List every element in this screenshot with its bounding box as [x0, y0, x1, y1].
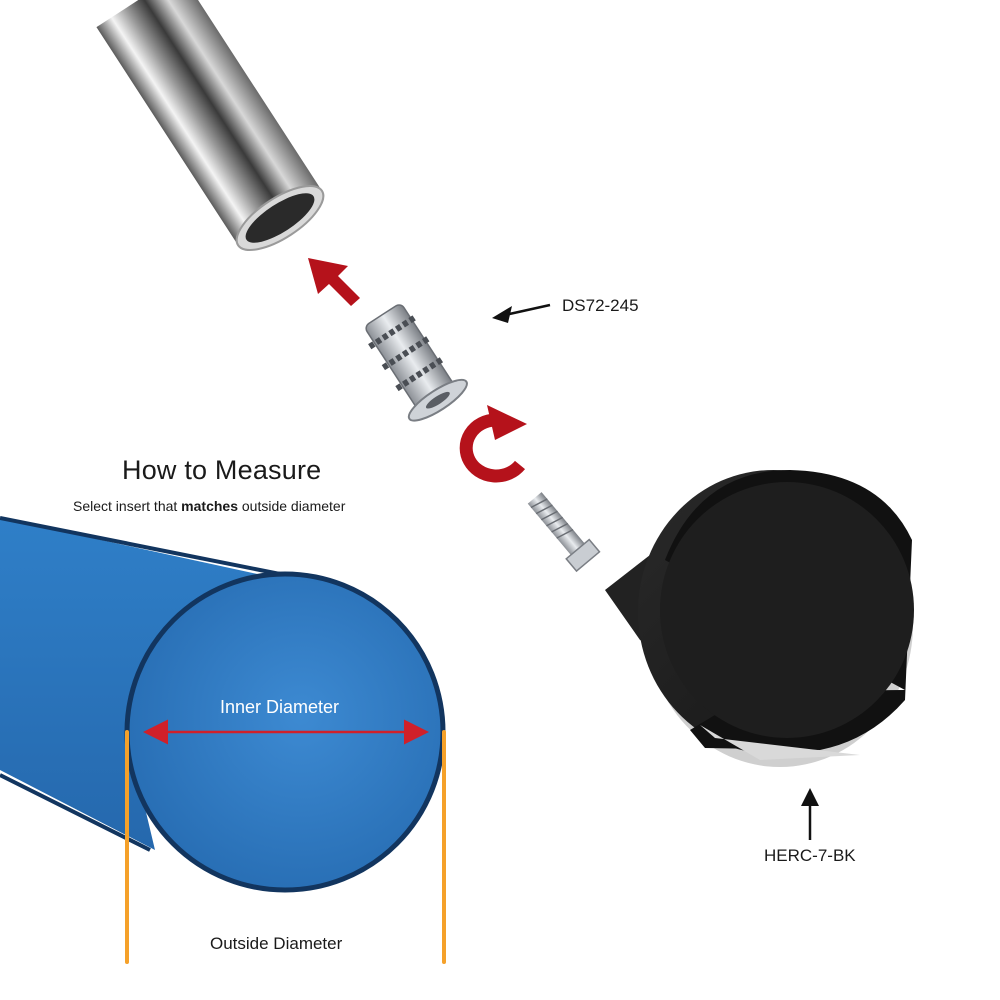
insert-part-code: DS72-245	[562, 296, 639, 315]
caster-wheel-icon	[527, 470, 914, 767]
outside-diameter-label: Outside Diameter	[210, 934, 343, 953]
caster-pointer-arrow-icon	[801, 788, 819, 840]
inner-diameter-label: Inner Diameter	[220, 697, 340, 717]
subtitle: Select insert that matches outside diame…	[73, 498, 345, 514]
subtitle-emphasis: matches	[181, 498, 238, 514]
page-title: How to Measure	[122, 455, 322, 485]
insert-pointer-arrow-icon	[492, 303, 551, 323]
caster-part-code: HERC-7-BK	[764, 846, 856, 865]
subtitle-text-start: Select insert that	[73, 498, 182, 514]
subtitle-text-end: outside diameter	[237, 498, 346, 514]
rotate-arrow-icon	[459, 405, 527, 483]
outside-diameter-guides	[125, 730, 446, 964]
insert-direction-arrow-icon	[308, 258, 360, 306]
insert-part-icon	[365, 304, 468, 422]
chrome-tube-icon	[96, 0, 325, 251]
